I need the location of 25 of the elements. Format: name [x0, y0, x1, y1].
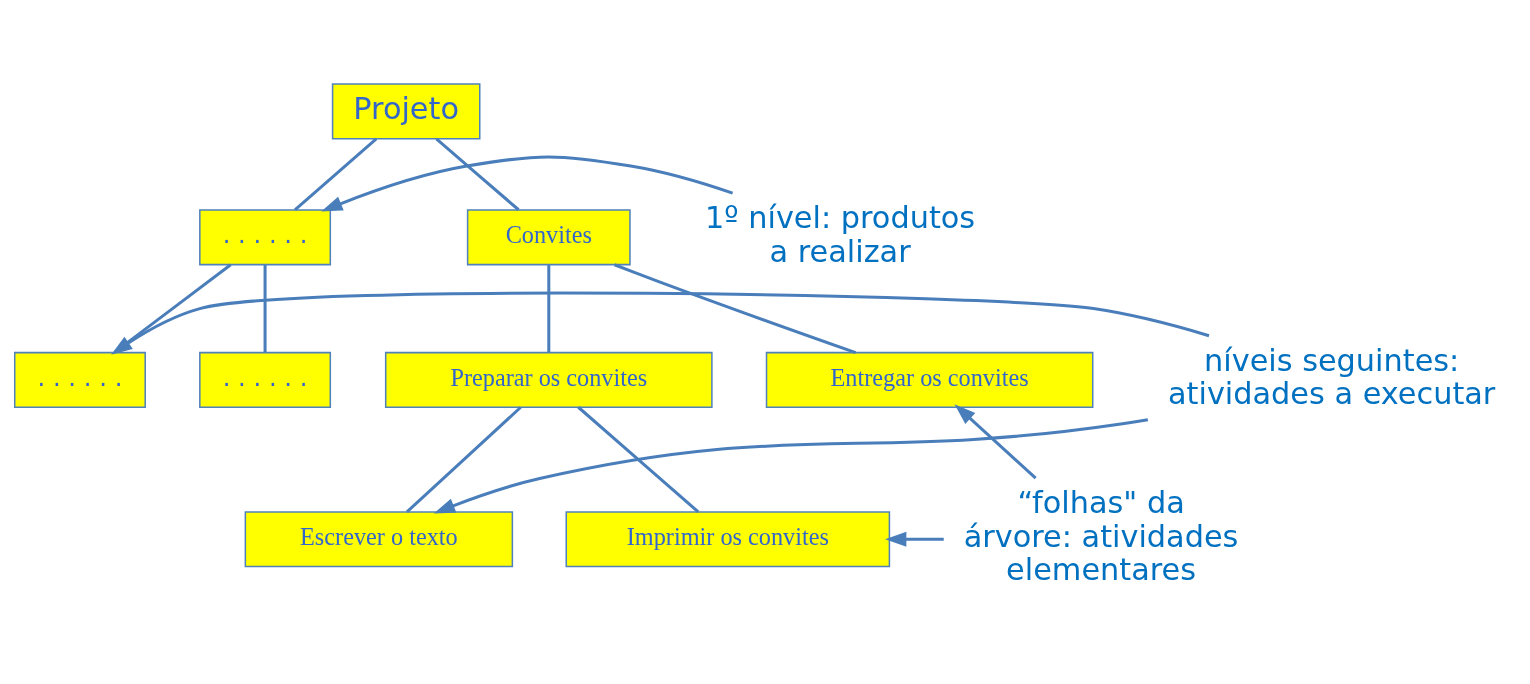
node-box: . . . . . .	[13, 351, 146, 408]
node-text: “folhas" da árvore: atividades elementares	[963, 485, 1239, 588]
arrow	[885, 531, 944, 547]
node-text: 1º nível: produtos a realizar	[705, 200, 976, 269]
connector	[293, 137, 378, 211]
node-box: . . . . . .	[199, 209, 332, 266]
node-box: Escrever o texto	[244, 511, 514, 568]
connector	[435, 137, 520, 211]
connector	[547, 265, 551, 353]
connector	[263, 265, 267, 353]
node-box: Convites	[466, 209, 631, 266]
connector	[405, 406, 522, 513]
connector	[577, 406, 700, 514]
arrow	[433, 418, 1149, 514]
node-box: Imprimir os convites	[565, 511, 891, 568]
arrow	[954, 404, 1037, 480]
node-box: Entregar os convites	[765, 351, 1094, 408]
node-box: Projeto	[331, 83, 481, 140]
node-box: Preparar os convites	[384, 351, 713, 408]
arrow	[321, 155, 734, 212]
connector	[614, 263, 857, 354]
node-box: . . . . . .	[199, 351, 332, 408]
arrow	[111, 291, 1210, 355]
connector	[113, 263, 232, 354]
node-text: níveis seguintes: atividades a executar	[1168, 342, 1496, 412]
